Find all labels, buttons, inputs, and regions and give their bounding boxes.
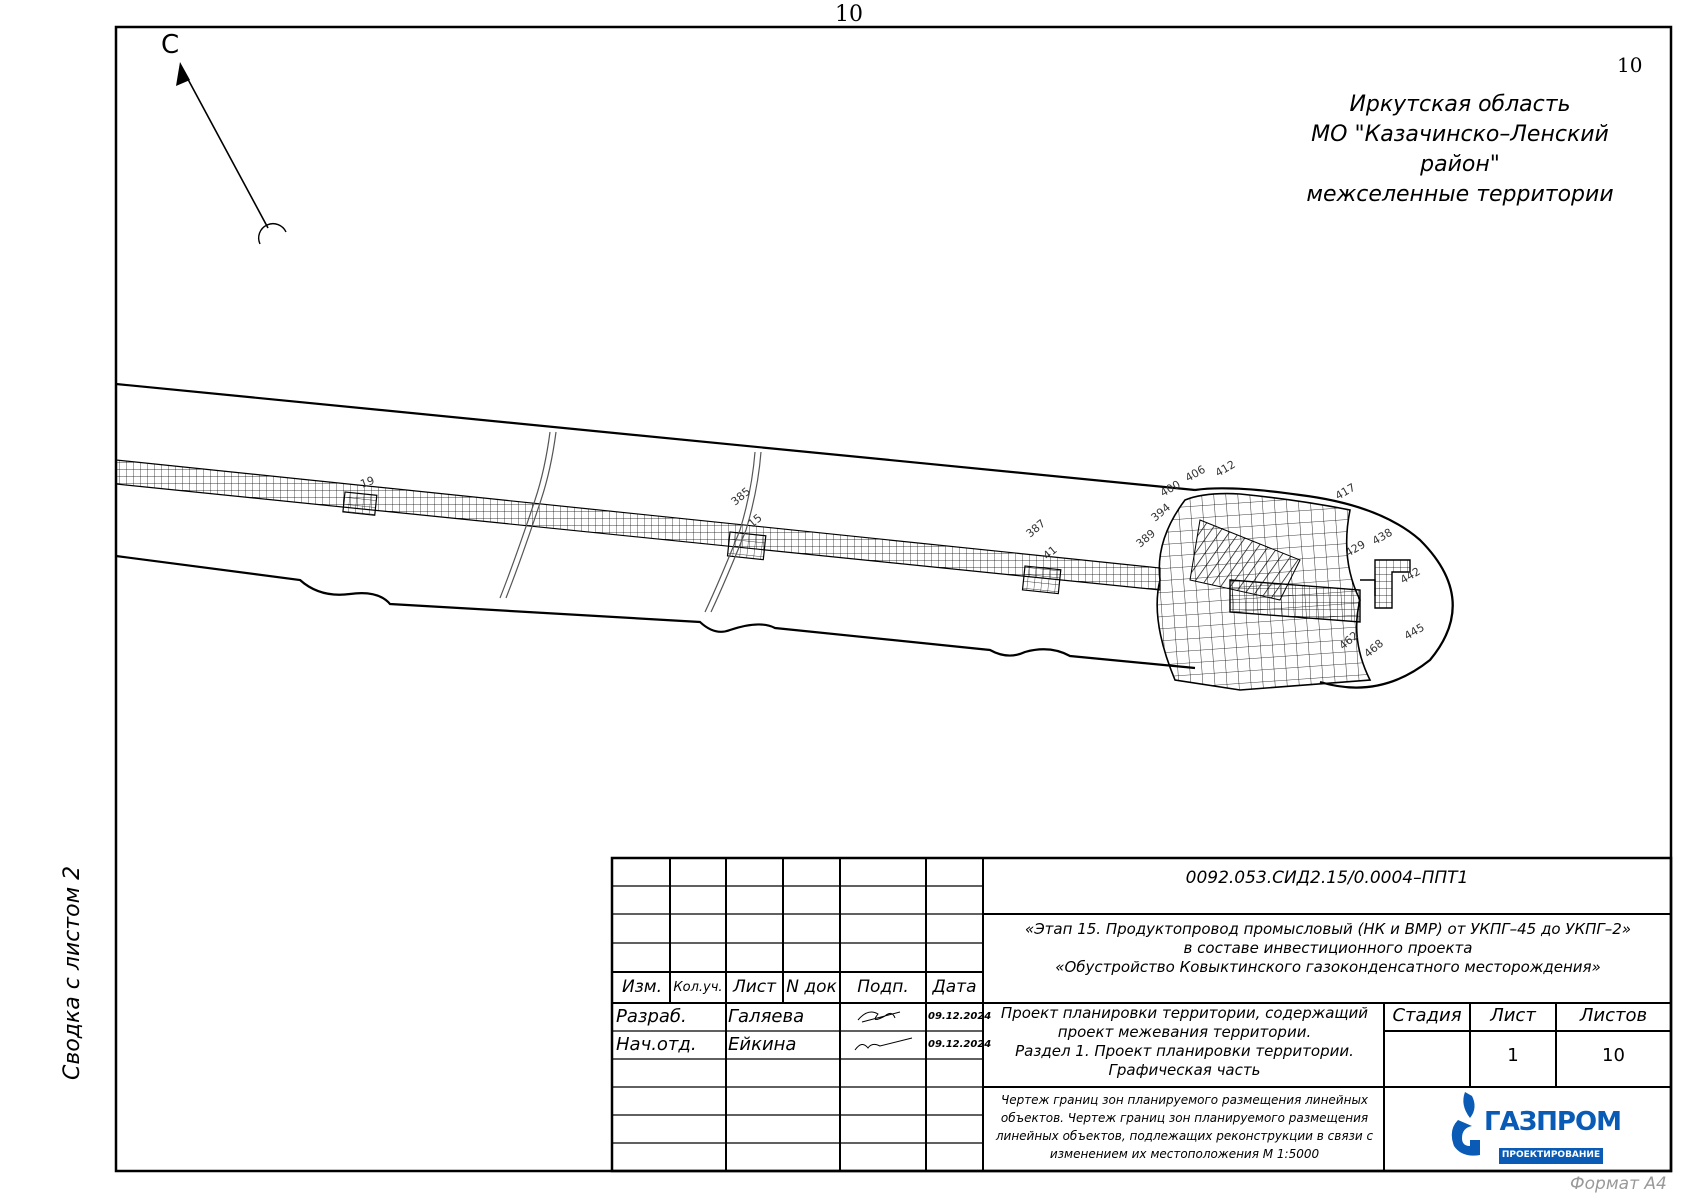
label-417: 417 xyxy=(1333,481,1358,503)
location-block: Иркутская область МО "Казачинско–Ленский… xyxy=(1290,90,1630,210)
label-406: 406 xyxy=(1183,463,1208,485)
header-data: Дата xyxy=(932,977,977,997)
label-387: 387 xyxy=(1024,517,1048,540)
project-title: «Этап 15. Продуктопровод промысловый (НК… xyxy=(985,920,1671,977)
label-419: 19 xyxy=(359,474,377,491)
drawing-name: Чертеж границ зон планируемого размещени… xyxy=(985,1091,1384,1163)
site-area xyxy=(1156,492,1411,691)
top-page-number: 10 xyxy=(835,2,863,27)
location-territory: межселенные территории xyxy=(1306,182,1614,207)
north-arrow xyxy=(176,62,287,245)
label-468: 468 xyxy=(1362,637,1386,660)
label-445: 445 xyxy=(1402,621,1427,643)
road-crossings xyxy=(499,431,762,613)
drawing-name-line1: Чертеж границ зон планируемого размещени… xyxy=(1000,1093,1369,1107)
drawing-name-line2: объектов. Чертеж границ зон планируемого… xyxy=(1000,1111,1369,1125)
header-izm: Изм. xyxy=(622,977,662,997)
stage-header-listov: Листов xyxy=(1579,1005,1648,1026)
header-podp: Подп. xyxy=(857,977,909,997)
project-title-line1: «Этап 15. Продуктопровод промысловый (НК… xyxy=(1024,920,1632,938)
label-389: 389 xyxy=(1134,527,1158,550)
label-412: 412 xyxy=(1213,458,1238,480)
gazprom-logo-name: ГАЗПРОМ xyxy=(1484,1107,1622,1137)
header-kol: Кол.уч. xyxy=(673,980,723,995)
label-394: 394 xyxy=(1149,501,1173,524)
section-title-line4: Графическая часть xyxy=(1108,1061,1261,1079)
location-municipality: МО "Казачинско–Ленский район" xyxy=(1311,122,1609,177)
stage-value-list: 1 xyxy=(1507,1045,1519,1066)
title-block-grid xyxy=(610,856,1673,1173)
pipeline-strip xyxy=(115,459,1161,595)
header-list: Лист xyxy=(732,977,777,997)
section-title-line3: Раздел 1. Проект планировки территории. xyxy=(1015,1042,1354,1060)
row-name: Галяева xyxy=(728,1006,805,1027)
row-role: Нач.отд. xyxy=(616,1034,697,1055)
section-title-line1: Проект планировки территории, содержащий xyxy=(1000,1004,1369,1022)
header-ndok: N док xyxy=(786,977,837,997)
doc-code: 0092.053.СИД2.15/0.0004–ППТ1 xyxy=(1185,868,1469,888)
corridor-boundary xyxy=(115,382,1454,689)
corner-page-number: 10 xyxy=(1617,53,1643,77)
stage-header-list: Лист xyxy=(1490,1005,1536,1026)
label-400: 400 xyxy=(1158,478,1183,500)
section-title-line2: проект межевания территории. xyxy=(1057,1023,1312,1041)
project-title-line2: в составе инвестиционного проекта xyxy=(1183,939,1473,957)
format-label: Формат А4 xyxy=(1570,1174,1667,1194)
project-title-line3: «Обустройство Ковыктинского газоконденса… xyxy=(1055,958,1601,976)
side-note: Сводка с листом 2 xyxy=(60,865,85,1080)
row-name: Ейкина xyxy=(728,1034,797,1055)
north-label: С xyxy=(161,30,180,60)
location-region: Иркутская область xyxy=(1349,92,1571,117)
gazprom-logo-subtitle: ПРОЕКТИРОВАНИЕ xyxy=(1501,1150,1601,1160)
stage-value-listov: 10 xyxy=(1602,1045,1625,1066)
row-date: 09.12.2024 xyxy=(928,1039,992,1050)
drawing-name-line3: линейных объектов, подлежащих реконструк… xyxy=(995,1129,1374,1143)
signature-eykina xyxy=(854,1037,913,1051)
label-438: 438 xyxy=(1370,526,1395,548)
drawing-name-line4: изменением их местоположения М 1:5000 xyxy=(1049,1147,1320,1161)
row-role: Разраб. xyxy=(616,1006,687,1027)
row-date: 09.12.2024 xyxy=(928,1011,992,1022)
signature-galyaeva xyxy=(857,1011,901,1023)
stage-header-stadia: Стадия xyxy=(1392,1005,1462,1026)
section-title: Проект планировки территории, содержащий… xyxy=(985,1004,1384,1080)
gazprom-logo-icon xyxy=(1451,1092,1603,1164)
label-385: 385 xyxy=(729,485,753,508)
